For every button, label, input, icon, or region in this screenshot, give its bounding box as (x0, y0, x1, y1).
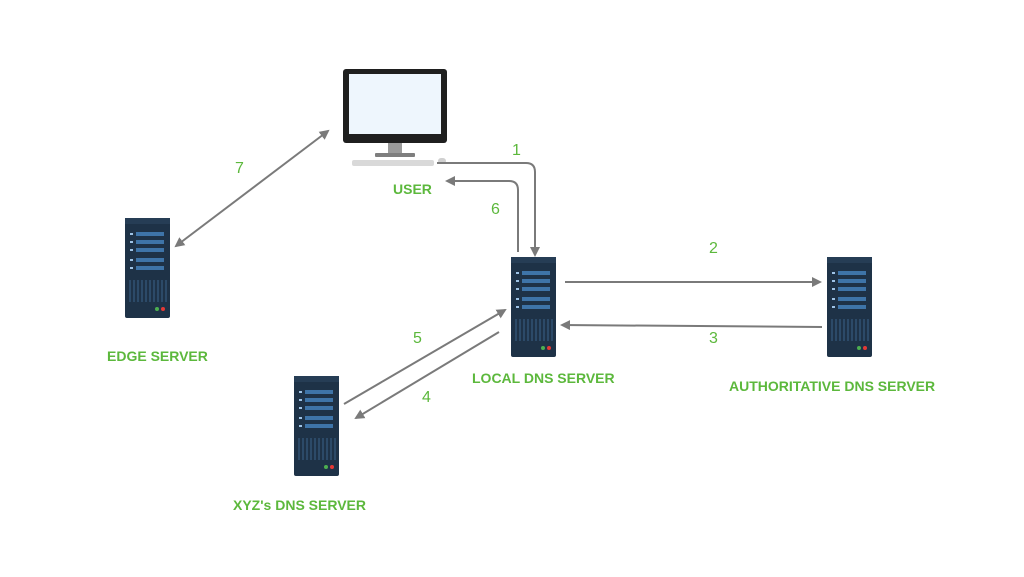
step-label-1: 1 (512, 142, 521, 159)
step-label-4: 4 (422, 389, 431, 406)
authoritative-dns-server-label: AUTHORITATIVE DNS SERVER (729, 378, 936, 394)
arrow-step-4 (354, 331, 500, 420)
arrow-step-5 (343, 308, 507, 405)
step-label-3: 3 (709, 330, 718, 347)
user-label: USER (393, 181, 432, 197)
authoritative-dns-server-icon (827, 257, 872, 357)
edge-server-icon (125, 218, 170, 318)
xyz-dns-server-icon (294, 376, 339, 476)
arrow-step-6 (445, 176, 519, 252)
local-dns-server-icon (511, 257, 556, 357)
edge-server-label: EDGE SERVER (107, 348, 208, 364)
arrow-step-1 (437, 162, 540, 257)
step-label-6: 6 (491, 201, 500, 218)
desktop-computer-icon (343, 69, 447, 166)
step-label-2: 2 (709, 240, 718, 257)
step-label-7: 7 (235, 160, 244, 177)
arrow-step-7 (174, 129, 330, 248)
arrow-step-3 (560, 320, 823, 331)
local-dns-server-label: LOCAL DNS SERVER (472, 370, 615, 386)
xyz-dns-server-label: XYZ's DNS SERVER (233, 497, 366, 513)
step-label-5: 5 (413, 330, 422, 347)
